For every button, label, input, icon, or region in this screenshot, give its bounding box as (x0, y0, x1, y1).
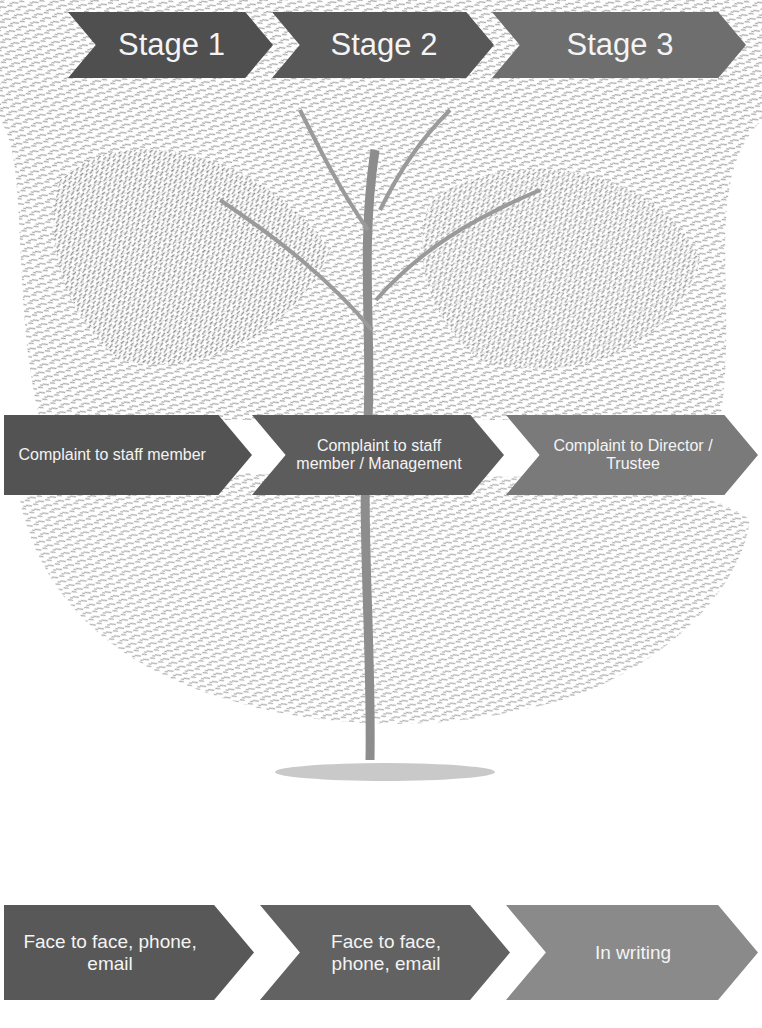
chevron-step: In writing (506, 905, 758, 1000)
chevron-step: Complaint to staff member / Management (252, 415, 504, 495)
step-text: Complaint to staff member (19, 446, 206, 464)
step-text: Stage 2 (331, 27, 438, 63)
step-text: Stage 1 (118, 27, 225, 63)
step-text: In writing (595, 942, 671, 964)
step-text: Stage 3 (567, 27, 674, 63)
step-text: Face to face, phone, email (12, 931, 208, 975)
chevron-step: Face to face, phone, email (4, 905, 254, 1000)
chevron-step: Complaint to Director / Trustee (506, 415, 758, 495)
chevron-step: Face to face, phone, email (260, 905, 510, 1000)
chevron-step: Stage 1 (68, 12, 273, 78)
step-text: Complaint to Director / Trustee (548, 437, 719, 474)
step-text: Face to face, phone, email (308, 931, 464, 975)
step-text: Complaint to staff member / Management (294, 437, 465, 474)
chevron-step: Stage 2 (272, 12, 494, 78)
chevron-step: Stage 3 (492, 12, 746, 78)
chevron-step: Complaint to staff member (4, 415, 252, 495)
